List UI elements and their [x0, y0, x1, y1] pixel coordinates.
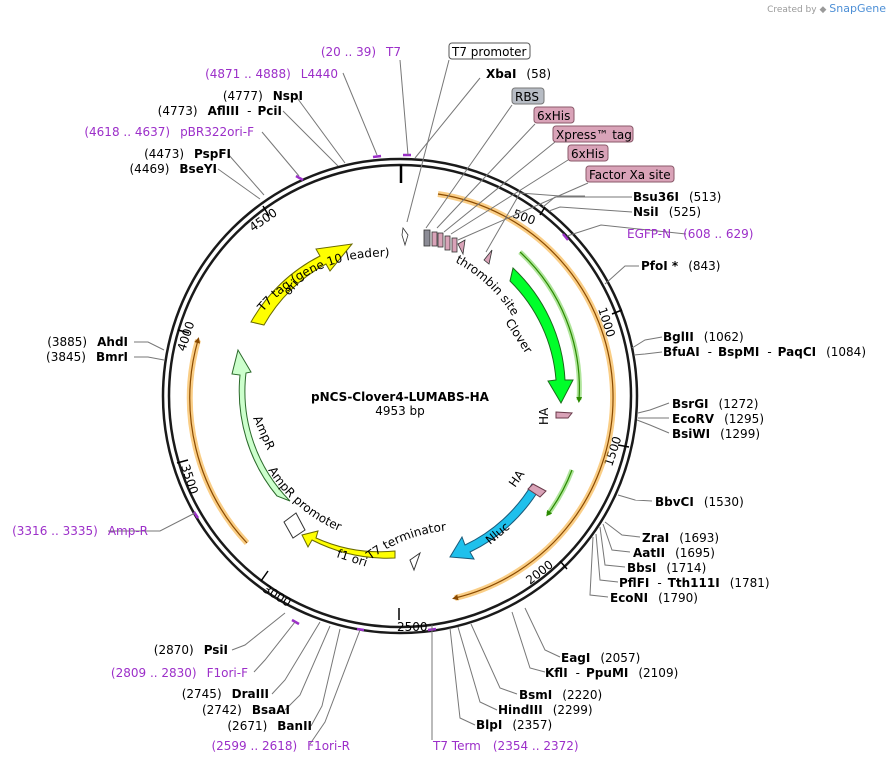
ampr-feature	[231, 348, 291, 502]
site-nsii: NsiI(525)	[633, 205, 701, 219]
ha-feature-1	[555, 411, 573, 419]
backbone-outer	[161, 157, 639, 635]
site-bbsi: BbsI(1714)	[627, 561, 706, 575]
site-eagi: EagI(2057)	[561, 651, 640, 665]
primer-egfp-n: EGFP-N(608 .. 629)	[627, 227, 754, 241]
primer-amp-r: (3316 .. 3335)Amp-R	[12, 524, 148, 538]
primer-f1ori-r: (2599 .. 2618)F1ori-R	[211, 739, 350, 753]
site-hindiii: HindIII(2299)	[498, 703, 593, 717]
label-ha-2: HA	[506, 467, 528, 490]
box-t7-promoter	[448, 42, 531, 60]
label-6xhis-2: 6xHis	[571, 147, 604, 161]
site-bsmi: BsmI(2220)	[519, 688, 602, 702]
leader-lines	[108, 59, 687, 745]
box-xpress-tag	[552, 125, 634, 143]
site-kfli: KflI-PpuMI(2109)	[545, 666, 678, 680]
site-bseyi: (4469)BseYI	[130, 162, 218, 176]
clover-orf-arc	[518, 250, 583, 403]
primer-pbr322ori-f: (4618 .. 4637)pBR322ori-F	[84, 125, 254, 139]
credit-brand: SnapGene	[829, 2, 886, 15]
clover-feature	[509, 267, 574, 405]
primer-t7: (20 .. 39)T7	[321, 45, 401, 59]
site-pflfi: PflFI-Tth111I(1781)	[619, 576, 770, 590]
label-factor-xa: Factor Xa site	[589, 168, 671, 182]
site-bsiwi: BsiWI(1299)	[672, 427, 760, 441]
snapgene-logo-icon: ◆	[819, 5, 827, 15]
box-factor-xa	[585, 165, 675, 183]
plasmid-size: 4953 bp	[375, 404, 425, 418]
site-ecorv: EcoRV(1295)	[672, 412, 764, 426]
site-psii: (2870)PsiI	[154, 643, 228, 657]
site-draiii: (2745)DraIII	[182, 687, 269, 701]
orf-arc-left	[186, 337, 250, 546]
site-econi: EcoNI(1790)	[610, 591, 698, 605]
site-bfuai: BfuAI-BspMI-PaqCI(1084)	[663, 345, 866, 359]
box-6xhis-2	[567, 144, 609, 162]
label-ampr-promoter: AmpR promoter	[265, 464, 343, 534]
ha-feature-2	[527, 483, 547, 498]
site-ahdi: (3885)AhdI	[47, 335, 128, 349]
f1ori-feature	[301, 530, 396, 559]
t7-terminator-feature	[409, 551, 421, 572]
site-bsaai: (2742)BsaAI	[202, 703, 290, 717]
box-6xhis-1	[533, 106, 575, 124]
scale-ticks	[176, 205, 630, 620]
orf-arc-right	[437, 191, 617, 601]
site-blpi: BlpI(2357)	[476, 718, 552, 732]
nluc-feature	[449, 483, 541, 560]
label-ha-1: HA	[537, 407, 551, 425]
snapgene-credit: Created by ◆ SnapGene	[767, 2, 886, 15]
label-6xhis-1: 6xHis	[537, 109, 570, 123]
site-pfoi: PfoI *(843)	[641, 259, 720, 273]
site-xbai: XbaI(58)	[486, 67, 551, 81]
site-pspfi: (4473)PspFI	[144, 147, 231, 161]
primer-t7-term: T7 Term(2354 .. 2372)	[432, 739, 579, 753]
site-nspi: (4777)NspI	[223, 89, 303, 103]
site-aatii: AatII(1695)	[633, 546, 715, 560]
label-t7-promoter: T7 promoter	[451, 45, 527, 59]
label-rbs: RBS	[515, 90, 539, 104]
label-t7-terminator: T7 terminator	[363, 520, 447, 563]
label-f1-ori: f1 ori	[335, 547, 369, 570]
label-clover: Clover	[502, 316, 535, 356]
primer-f1ori-f: (2809 .. 2830)F1ori-F	[111, 666, 248, 680]
tick-2500: 2500	[397, 620, 428, 634]
nluc-orf-arc	[545, 469, 575, 517]
n-terminal-feature-block	[401, 226, 493, 265]
primer-l4440: (4871 .. 4888)L4440	[205, 67, 338, 81]
plasmid-name: pNCS-Clover4-LUMABS-HA	[311, 390, 490, 404]
site-bsrgi: BsrGI(1272)	[672, 397, 758, 411]
site-bbvci: BbvCI(1530)	[655, 495, 744, 509]
site-zrai: ZraI(1693)	[642, 531, 719, 545]
tick-3000: 3000	[260, 582, 293, 610]
ori-feature	[250, 243, 354, 326]
box-rbs	[511, 87, 545, 105]
site-bsu36i: Bsu36I(513)	[633, 190, 721, 204]
site-bmri: (3845)BmrI	[46, 350, 128, 364]
credit-text: Created by	[767, 5, 817, 15]
label-xpress-tag: Xpress™ tag	[556, 128, 632, 142]
site-bglii: BglII(1062)	[663, 330, 744, 344]
site-afliii: (4773)AflIII-PciI	[158, 104, 282, 118]
ampr-promoter-feature	[283, 512, 306, 539]
site-banii: (2671)BanII	[227, 719, 312, 733]
